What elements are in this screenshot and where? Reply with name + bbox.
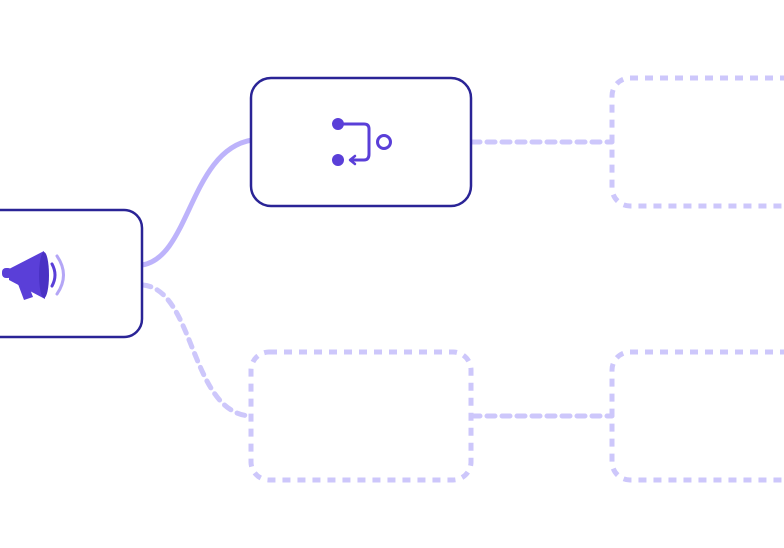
git-branch-icon (332, 118, 392, 166)
branch-node-box (249, 76, 473, 208)
connector-trigger-to-bottom-slot (140, 282, 253, 419)
placeholder-slot-bottom-middle[interactable] (248, 349, 474, 483)
connector-trigger-to-branch (139, 137, 255, 268)
placeholder-slot-bottom-right[interactable] (609, 349, 784, 483)
megaphone-icon (2, 251, 65, 300)
branch-node[interactable] (249, 76, 473, 208)
trigger-node[interactable] (0, 208, 144, 339)
trigger-node-box (0, 208, 144, 339)
placeholder-slot-top-right[interactable] (609, 75, 784, 209)
